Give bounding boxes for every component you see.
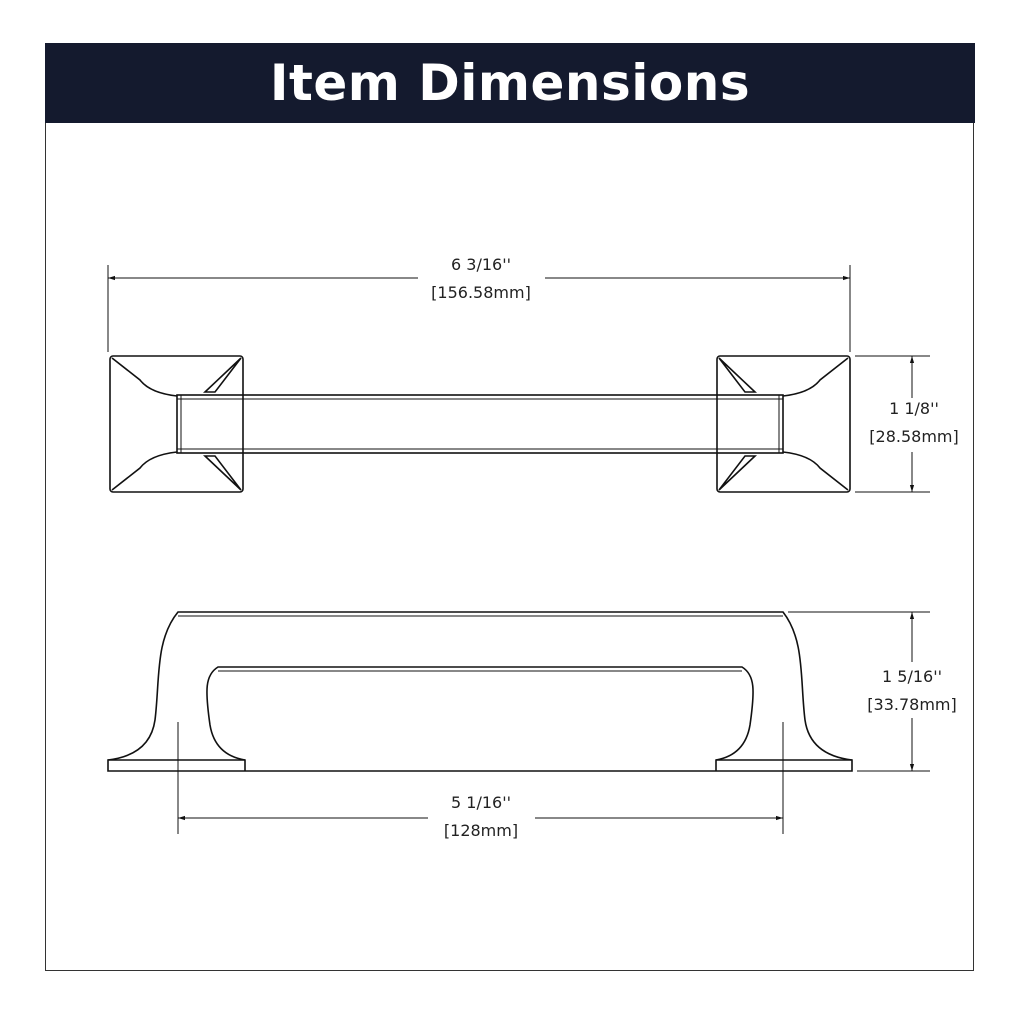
center-to-center-metric: [128mm] [444, 821, 518, 840]
handle-top-view [109, 355, 851, 493]
height-metric: [33.78mm] [867, 695, 956, 714]
width-imperial: 1 1/8'' [889, 399, 939, 418]
center-to-center-imperial: 5 1/16'' [451, 793, 511, 812]
width-metric: [28.58mm] [869, 427, 958, 446]
height-imperial: 1 5/16'' [882, 667, 942, 686]
handle-side-view [107, 611, 853, 772]
page-title: Item Dimensions [45, 43, 975, 123]
overall-length-metric: [156.58mm] [431, 283, 531, 302]
overall-length-imperial: 6 3/16'' [451, 255, 511, 274]
